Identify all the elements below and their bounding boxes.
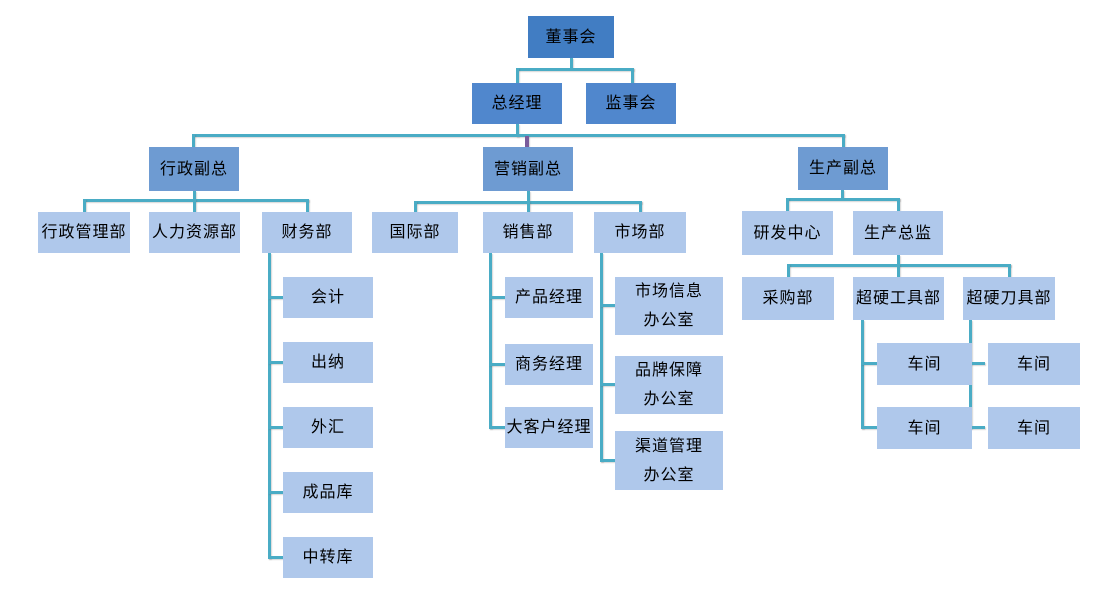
org-node-workshop-3: 车间 [988,343,1080,385]
connector-segment [969,426,985,429]
connector-segment [639,201,642,212]
connector-segment [83,199,309,202]
connector-segment [414,201,417,212]
connector-segment [787,264,790,277]
connector-segment [1008,264,1011,277]
org-node-market-dept: 市场部 [594,212,686,253]
connector-segment [489,363,505,366]
org-node-market-info-office: 市场信息 办公室 [615,277,723,335]
org-node-key-account-manager: 大客户经理 [505,407,593,448]
org-node-marketing-vp: 营销副总 [483,147,573,191]
connector-segment [516,68,634,71]
org-node-transfer-store: 中转库 [283,537,373,578]
connector-segment [786,198,789,211]
org-node-rd-center: 研发中心 [742,211,833,255]
connector-segment [193,199,196,212]
connector-segment [527,201,530,212]
org-node-sales-dept: 销售部 [483,212,573,253]
connector-segment [83,199,86,212]
connector-segment [268,296,283,299]
connector-segment [897,264,900,277]
org-node-brand-assurance-office: 品牌保障 办公室 [615,356,723,414]
connector-segment [193,191,196,200]
org-node-cashier: 出纳 [283,342,373,383]
connector-segment [516,68,519,83]
connector-segment [600,459,615,462]
org-node-international-dept: 国际部 [372,212,458,253]
org-node-finished-goods-store: 成品库 [283,472,373,513]
connector-segment [842,134,845,147]
connector-segment [897,255,900,265]
connector-segment [192,134,195,147]
connector-segment [841,190,844,199]
connector-segment [600,253,603,462]
org-node-board: 董事会 [528,16,614,58]
org-node-superhard-tools-dept: 超硬工具部 [853,277,944,320]
connector-segment [570,58,573,69]
org-node-channel-mgmt-office: 渠道管理 办公室 [615,431,723,490]
org-node-business-manager: 商务经理 [505,344,593,385]
org-node-production-director: 生产总监 [853,211,943,255]
connector-segment [268,556,283,559]
org-node-general-manager: 总经理 [472,83,562,124]
connector-segment [897,198,900,211]
org-node-admin-dept: 行政管理部 [38,212,130,253]
connector-purple-segment [525,136,529,147]
connector-segment [631,68,634,83]
connector-segment [268,426,283,429]
connector-segment [600,383,615,386]
org-node-hr-dept: 人力资源部 [149,212,240,253]
org-node-accounting: 会计 [283,277,373,318]
connector-segment [268,361,283,364]
org-node-production-vp: 生产副总 [798,147,888,190]
org-node-supervisory-board: 监事会 [586,83,676,124]
connector-segment [527,191,530,202]
connector-segment [600,304,615,307]
connector-segment [786,198,900,201]
org-node-workshop-1: 车间 [877,343,972,385]
org-node-purchasing-dept: 采购部 [742,277,834,320]
org-node-workshop-4: 车间 [988,407,1080,449]
connector-segment [861,426,877,429]
connector-segment [861,362,877,365]
org-node-superhard-cutters-dept: 超硬刀具部 [963,277,1055,320]
org-node-workshop-2: 车间 [877,407,972,449]
connector-segment [489,426,505,429]
connector-segment [268,491,283,494]
connector-segment [268,253,271,559]
org-node-product-manager: 产品经理 [505,277,593,318]
connector-segment [489,253,492,429]
connector-segment [516,124,519,137]
connector-segment [489,296,505,299]
org-node-forex: 外汇 [283,407,373,448]
connector-segment [192,134,845,137]
org-node-finance-dept: 财务部 [262,212,352,253]
org-node-admin-vp: 行政副总 [149,147,239,191]
connector-segment [861,320,864,429]
connector-segment [306,199,309,212]
connector-segment [969,362,985,365]
